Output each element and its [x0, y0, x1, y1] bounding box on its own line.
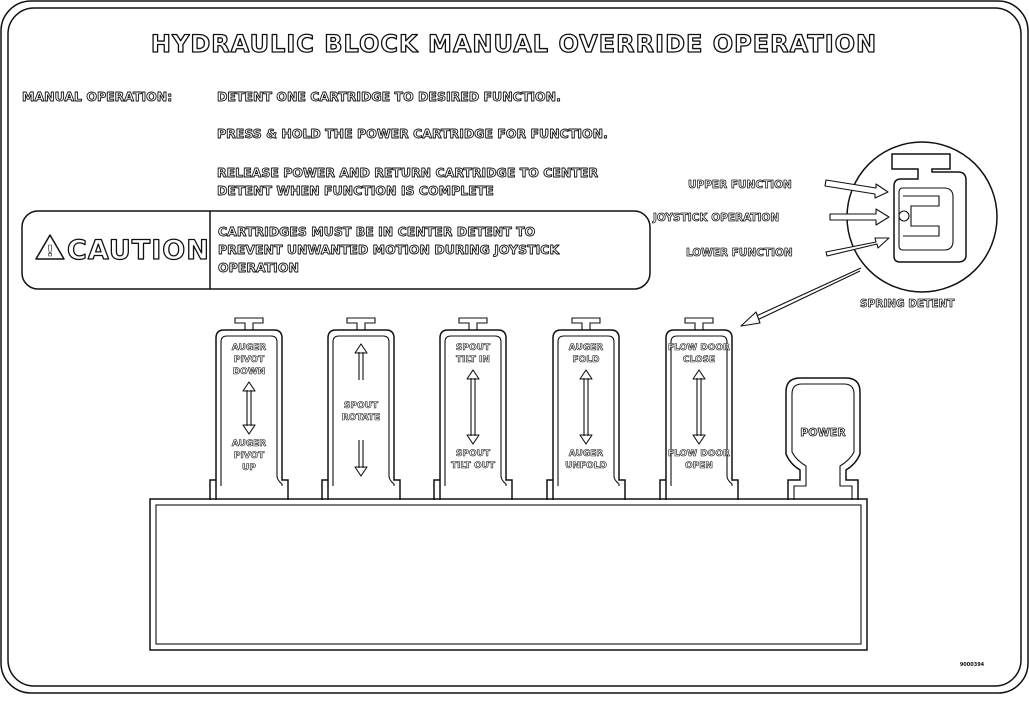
- cartridge-2: SPOUT ROTATE: [321, 317, 401, 500]
- caution-line-2: PREVENT UNWANTED MOTION DURING JOYSTICK: [218, 242, 560, 257]
- cartridge-1-bottom-label: UP: [242, 463, 256, 473]
- cartridge-5-top-label: FLOW DOOR: [668, 343, 730, 353]
- lower-function-label: LOWER FUNCTION: [686, 247, 793, 259]
- double-arrow-icon: [466, 369, 480, 445]
- cartridge-4-bottom-label: AUGER: [569, 449, 604, 459]
- part-number: 9000394: [960, 662, 985, 668]
- warning-triangle-icon: !: [35, 234, 65, 260]
- manual-step-1: DETENT ONE CARTRIDGE TO DESIRED FUNCTION…: [217, 89, 561, 104]
- manual-step-3-line-2: DETENT WHEN FUNCTION IS COMPLETE: [217, 183, 494, 198]
- cartridge-row: AUGERPIVOTDOWNAUGERPIVOTUPSPOUTROTATESPO…: [209, 317, 739, 500]
- right-arrow-icon: [824, 179, 889, 199]
- decal-title: HYDRAULIC BLOCK MANUAL OVERRIDE OPERATIO…: [151, 30, 877, 58]
- manual-operation-label: MANUAL OPERATION:: [22, 89, 172, 104]
- cartridge-3: SPOUT TILT IN SPOUT TILT OUT: [433, 317, 513, 500]
- up-arrow-icon: [354, 343, 368, 380]
- cartridge-3-bottom-label: SPOUT: [456, 449, 491, 459]
- cartridge-4: AUGER FOLD AUGER UNFOLD: [546, 317, 626, 500]
- cartridge-5-bottom-label: OPEN: [685, 461, 713, 471]
- right-arrow-icon: [825, 237, 890, 257]
- caution-word: CAUTION: [67, 235, 210, 266]
- caution-panel: ! CAUTION CARTRIDGES MUST BE IN CENTER D…: [21, 210, 651, 290]
- cartridge-1-bottom-label: PIVOT: [234, 451, 265, 461]
- cartridge-5-top-label: CLOSE: [683, 355, 715, 365]
- cartridge-4-top-label: AUGER: [569, 343, 604, 353]
- cartridge-1-top-label: PIVOT: [234, 355, 265, 365]
- caution-line-3: OPERATION: [218, 260, 299, 275]
- spring-detent-caption: SPRING DETENT: [860, 298, 955, 310]
- cartridge-4-bottom-label: UNFOLD: [565, 461, 607, 471]
- manual-step-2: PRESS & HOLD THE POWER CARTRIDGE FOR FUN…: [217, 126, 608, 141]
- decal-border: [0, 0, 1029, 694]
- joystick-operation-label: JOYSTICK OPERATION: [652, 212, 779, 224]
- cartridge-1-bottom-label: AUGER: [232, 439, 267, 449]
- power-label: POWER: [800, 426, 846, 439]
- down-arrow-icon: [354, 440, 368, 477]
- cartridge-1-top-label: AUGER: [232, 343, 267, 353]
- caution-line-1: CARTRIDGES MUST BE IN CENTER DETENT TO: [218, 224, 535, 239]
- power-cartridge: POWER: [785, 377, 861, 500]
- cartridge-1: AUGER PIVOT DOWN AUGER PIVOT UP: [209, 317, 289, 500]
- cartridge-3-top-label: TILT IN: [456, 355, 490, 365]
- spring-detent-inset: UPPER FUNCTION JOYSTICK OPERATION LOWER …: [652, 141, 998, 327]
- manual-operation: MANUAL OPERATION: DETENT ONE CARTRIDGE T…: [22, 89, 609, 199]
- right-arrow-icon: [829, 208, 890, 226]
- svg-text:!: !: [47, 242, 54, 260]
- hydraulic-block: [149, 498, 868, 651]
- cartridge-5-bottom-label: FLOW DOOR: [668, 449, 730, 459]
- cartridge-5: FLOW DOOR CLOSE FLOW DOOR OPEN: [659, 317, 739, 500]
- manual-step-3-line-1: RELEASE POWER AND RETURN CARTRIDGE TO CE…: [217, 165, 598, 180]
- upper-function-label: UPPER FUNCTION: [688, 179, 792, 191]
- leader-arrow: [740, 267, 862, 327]
- cartridge-1-top-label: DOWN: [233, 367, 266, 377]
- double-arrow-icon: [579, 369, 593, 445]
- cartridge-4-top-label: FOLD: [572, 355, 599, 365]
- cartridge-3-bottom-label: TILT OUT: [451, 461, 496, 471]
- double-arrow-icon: [242, 381, 256, 435]
- cartridge-2-middle-label: SPOUT: [344, 401, 379, 411]
- double-arrow-icon: [692, 369, 706, 445]
- cartridge-2-middle-label: ROTATE: [342, 413, 381, 423]
- cartridge-3-top-label: SPOUT: [456, 343, 491, 353]
